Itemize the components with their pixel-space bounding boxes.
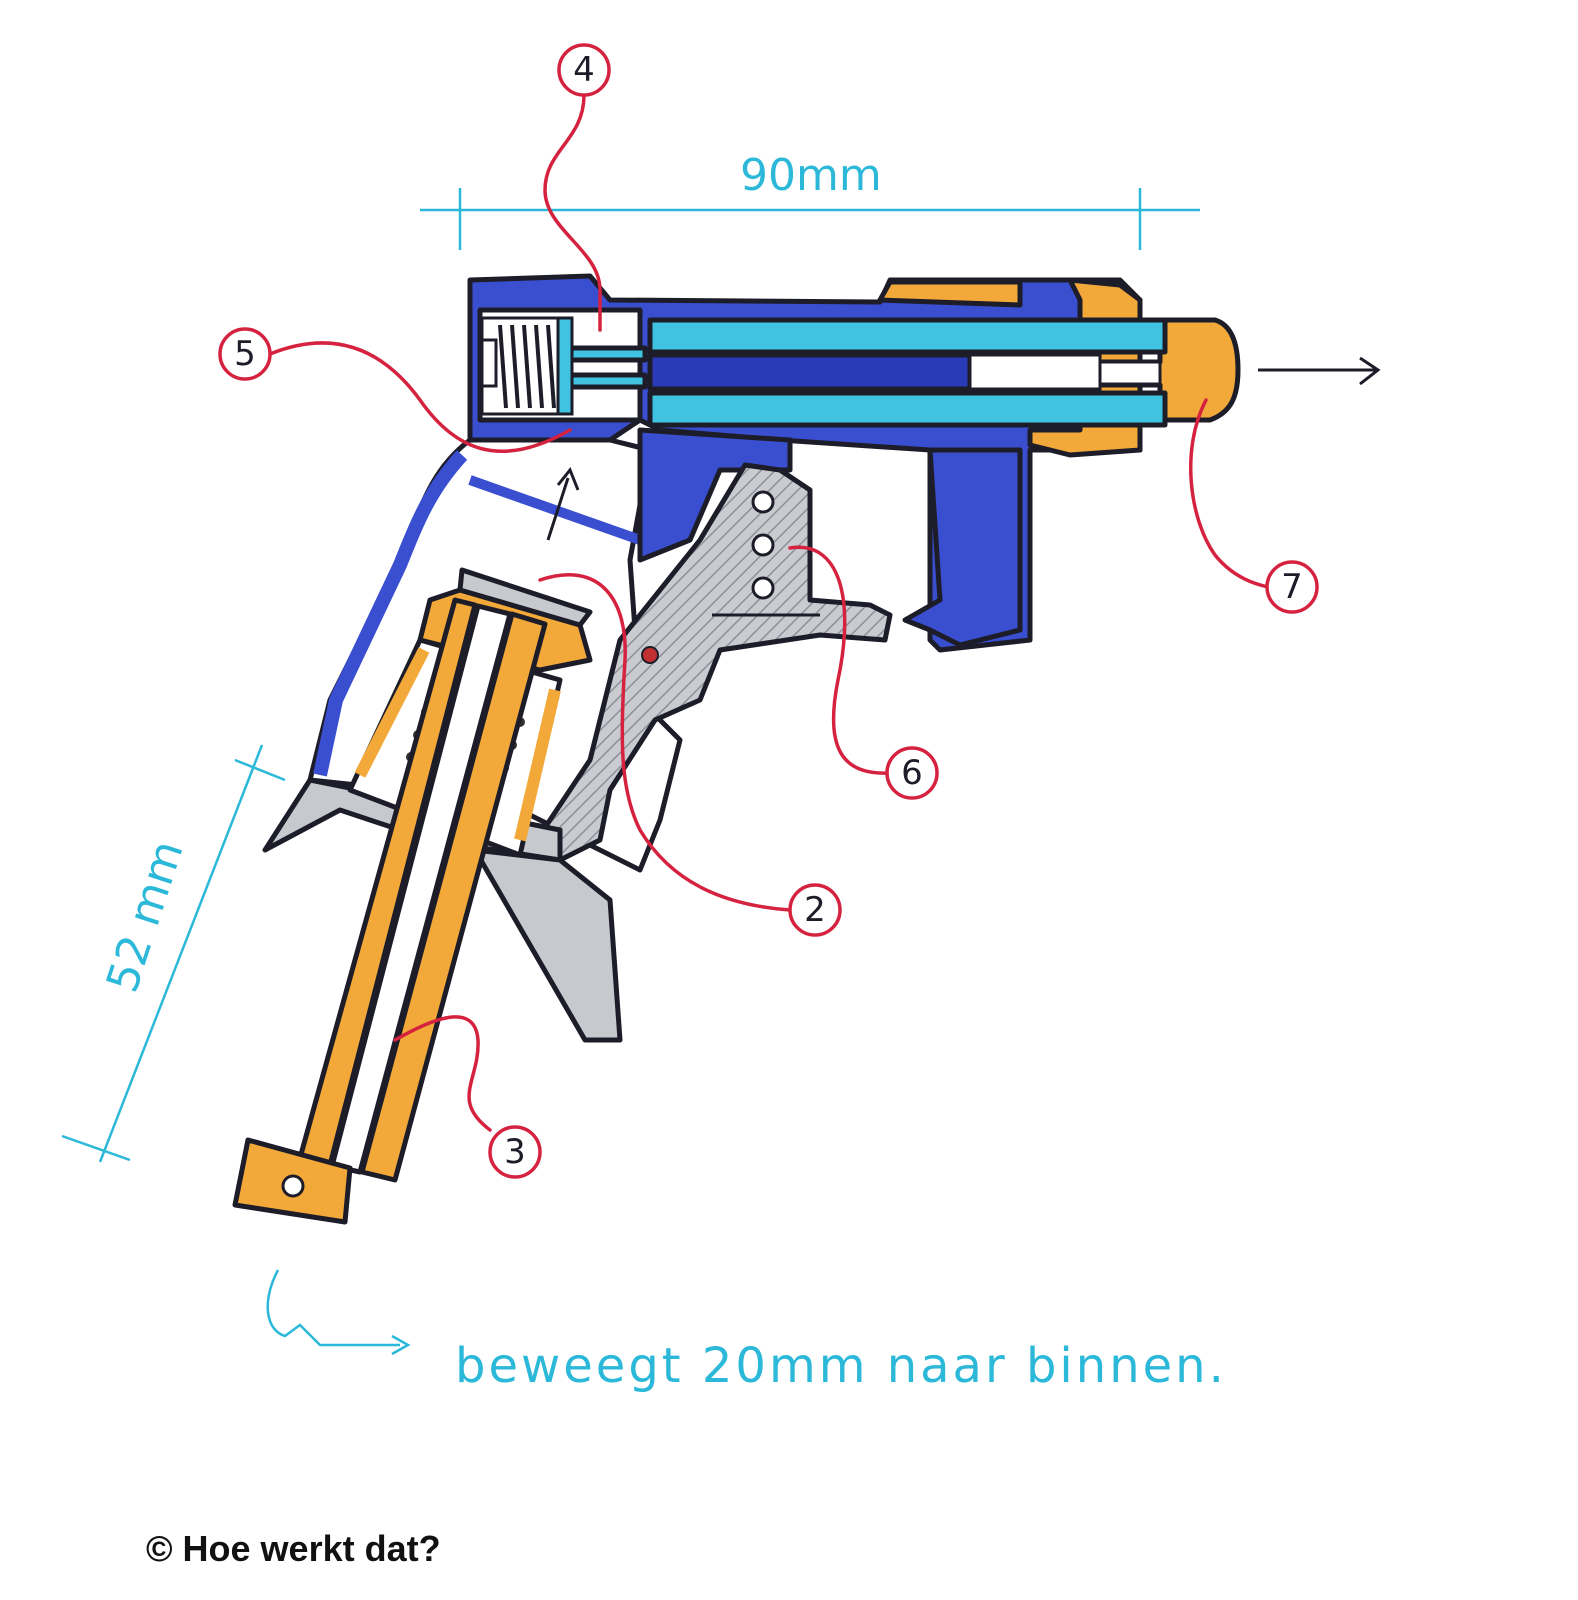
dimension-90-label: 90mm xyxy=(740,150,882,201)
callout-3: 3 xyxy=(393,1015,542,1179)
movement-note: beweegt 20mm naar binnen. xyxy=(266,1269,1227,1394)
callout-6: 6 xyxy=(788,545,939,800)
callout-6-label: 6 xyxy=(901,753,923,793)
trigger xyxy=(527,462,893,863)
callout-2-label: 2 xyxy=(804,890,826,930)
movement-note-text: beweegt 20mm naar binnen. xyxy=(455,1338,1227,1394)
callout-7: 7 xyxy=(1189,398,1319,614)
dimension-90: 90mm xyxy=(420,150,1200,250)
callout-4-label: 4 xyxy=(573,50,595,90)
motion-arrows xyxy=(546,356,1381,541)
callout-4: 4 xyxy=(543,43,611,332)
dimension-52-label: 52 mm xyxy=(97,835,194,999)
rear-spring xyxy=(480,316,574,416)
copyright-notice: © Hoe werkt dat? xyxy=(146,1528,441,1569)
up-arrow xyxy=(546,477,570,541)
plunger xyxy=(232,567,593,1225)
callout-3-label: 3 xyxy=(504,1132,526,1172)
callout-5: 5 xyxy=(218,327,572,454)
callout-5-label: 5 xyxy=(234,334,256,374)
barrel-rods xyxy=(562,317,1168,428)
callout-2: 2 xyxy=(538,573,842,937)
dimension-52: 52 mm xyxy=(61,744,286,1163)
callout-7-label: 7 xyxy=(1281,567,1303,607)
